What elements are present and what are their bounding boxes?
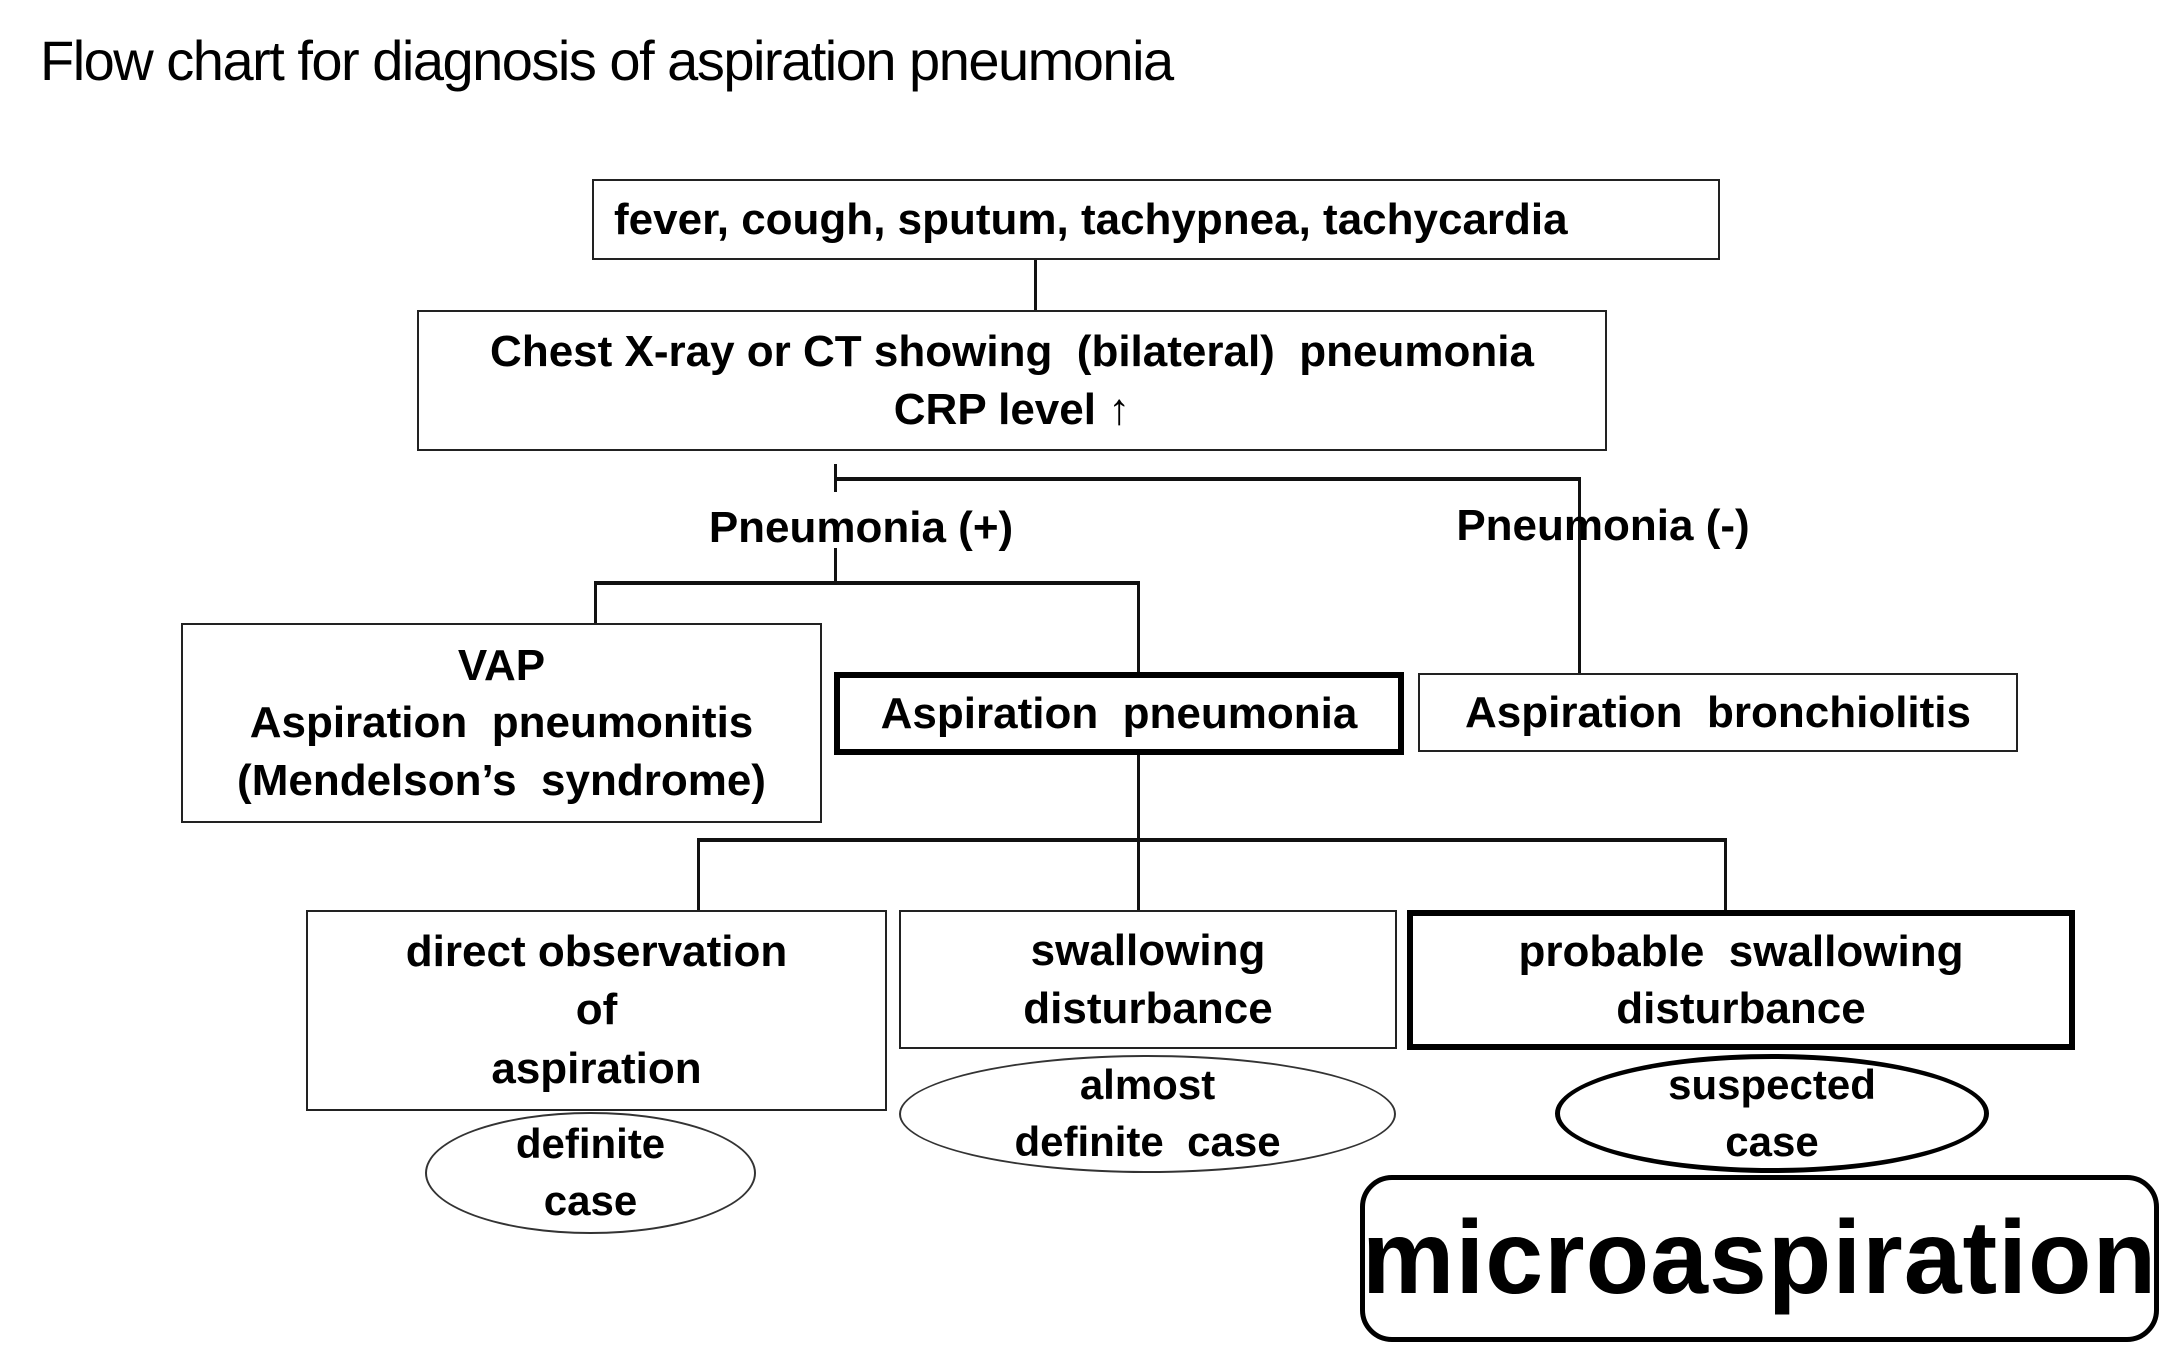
connector-to-positive (834, 548, 837, 584)
definite-case-text-1: definite (515, 1120, 666, 1168)
aspiration-pneumonitis-text: Aspiration pneumonitis (249, 698, 754, 748)
connector-positive-horizontal (594, 581, 1140, 585)
probable-swallowing-text-2: disturbance (1616, 984, 1866, 1033)
direct-observation-box: direct observation of aspiration (306, 910, 887, 1111)
swallowing-text-2: disturbance (1023, 983, 1273, 1033)
vap-box: VAP Aspiration pneumonitis (Mendelson’s … (181, 623, 822, 823)
symptoms-box: fever, cough, sputum, tachypnea, tachyca… (592, 179, 1720, 260)
aspiration-bronchiolitis-box: Aspiration bronchiolitis (1418, 673, 2018, 752)
probable-swallowing-text-1: probable swallowing (1518, 926, 1964, 976)
imaging-text-line1: Chest X-ray or CT showing (bilateral) pn… (490, 327, 1534, 377)
swallowing-disturbance-box: swallowing disturbance (899, 910, 1397, 1049)
pneumonia-positive-label: Pneumonia (+) (708, 503, 1014, 552)
suspected-case-ellipse: suspected case (1555, 1054, 1989, 1173)
microaspiration-text: microaspiration (1361, 1200, 2158, 1316)
connector-from-aspiration-pneumonia (1137, 752, 1140, 911)
direct-observation-text-3: aspiration (491, 1043, 702, 1093)
direct-observation-text-1: direct observation (405, 926, 788, 976)
aspiration-pneumonia-text: Aspiration pneumonia (880, 688, 1358, 738)
mendelson-text: (Mendelson’s syndrome) (237, 755, 766, 805)
connector-to-probable (1724, 838, 1727, 911)
aspiration-pneumonia-box: Aspiration pneumonia (834, 672, 1404, 755)
almost-definite-case-ellipse: almost definite case (899, 1055, 1396, 1173)
almost-definite-text-2: definite case (1014, 1118, 1281, 1165)
connector-branch-horizontal (834, 477, 1581, 481)
connector-to-bronchiolitis (1578, 477, 1581, 674)
page-title: Flow chart for diagnosis of aspiration p… (40, 29, 1174, 92)
definite-case-ellipse: definite case (425, 1112, 756, 1234)
almost-definite-text-1: almost (1079, 1061, 1216, 1109)
connector-to-direct-observation (697, 838, 700, 911)
symptoms-text: fever, cough, sputum, tachypnea, tachyca… (614, 194, 1568, 244)
crp-text: CRP level ↑ (893, 384, 1131, 434)
suspected-case-text-1: suspected (1668, 1060, 1876, 1108)
aspiration-bronchiolitis-text: Aspiration bronchiolitis (1464, 687, 1972, 737)
connector-severity-horizontal (697, 838, 1727, 842)
direct-observation-text-2: of (575, 985, 618, 1035)
imaging-box: Chest X-ray or CT showing (bilateral) pn… (417, 310, 1607, 451)
connector-symptoms-imaging (1034, 249, 1037, 311)
connector-to-vap (594, 581, 597, 624)
definite-case-text-2: case (543, 1177, 638, 1224)
swallowing-text-1: swallowing (1030, 926, 1266, 976)
vap-text: VAP (457, 641, 546, 691)
connector-to-aspiration-pneumonia (1137, 581, 1140, 674)
pneumonia-negative-label: Pneumonia (-) (1456, 501, 1750, 550)
suspected-case-text-2: case (1725, 1117, 1819, 1165)
microaspiration-box: microaspiration (1360, 1175, 2159, 1342)
probable-swallowing-box: probable swallowing disturbance (1407, 910, 2075, 1050)
